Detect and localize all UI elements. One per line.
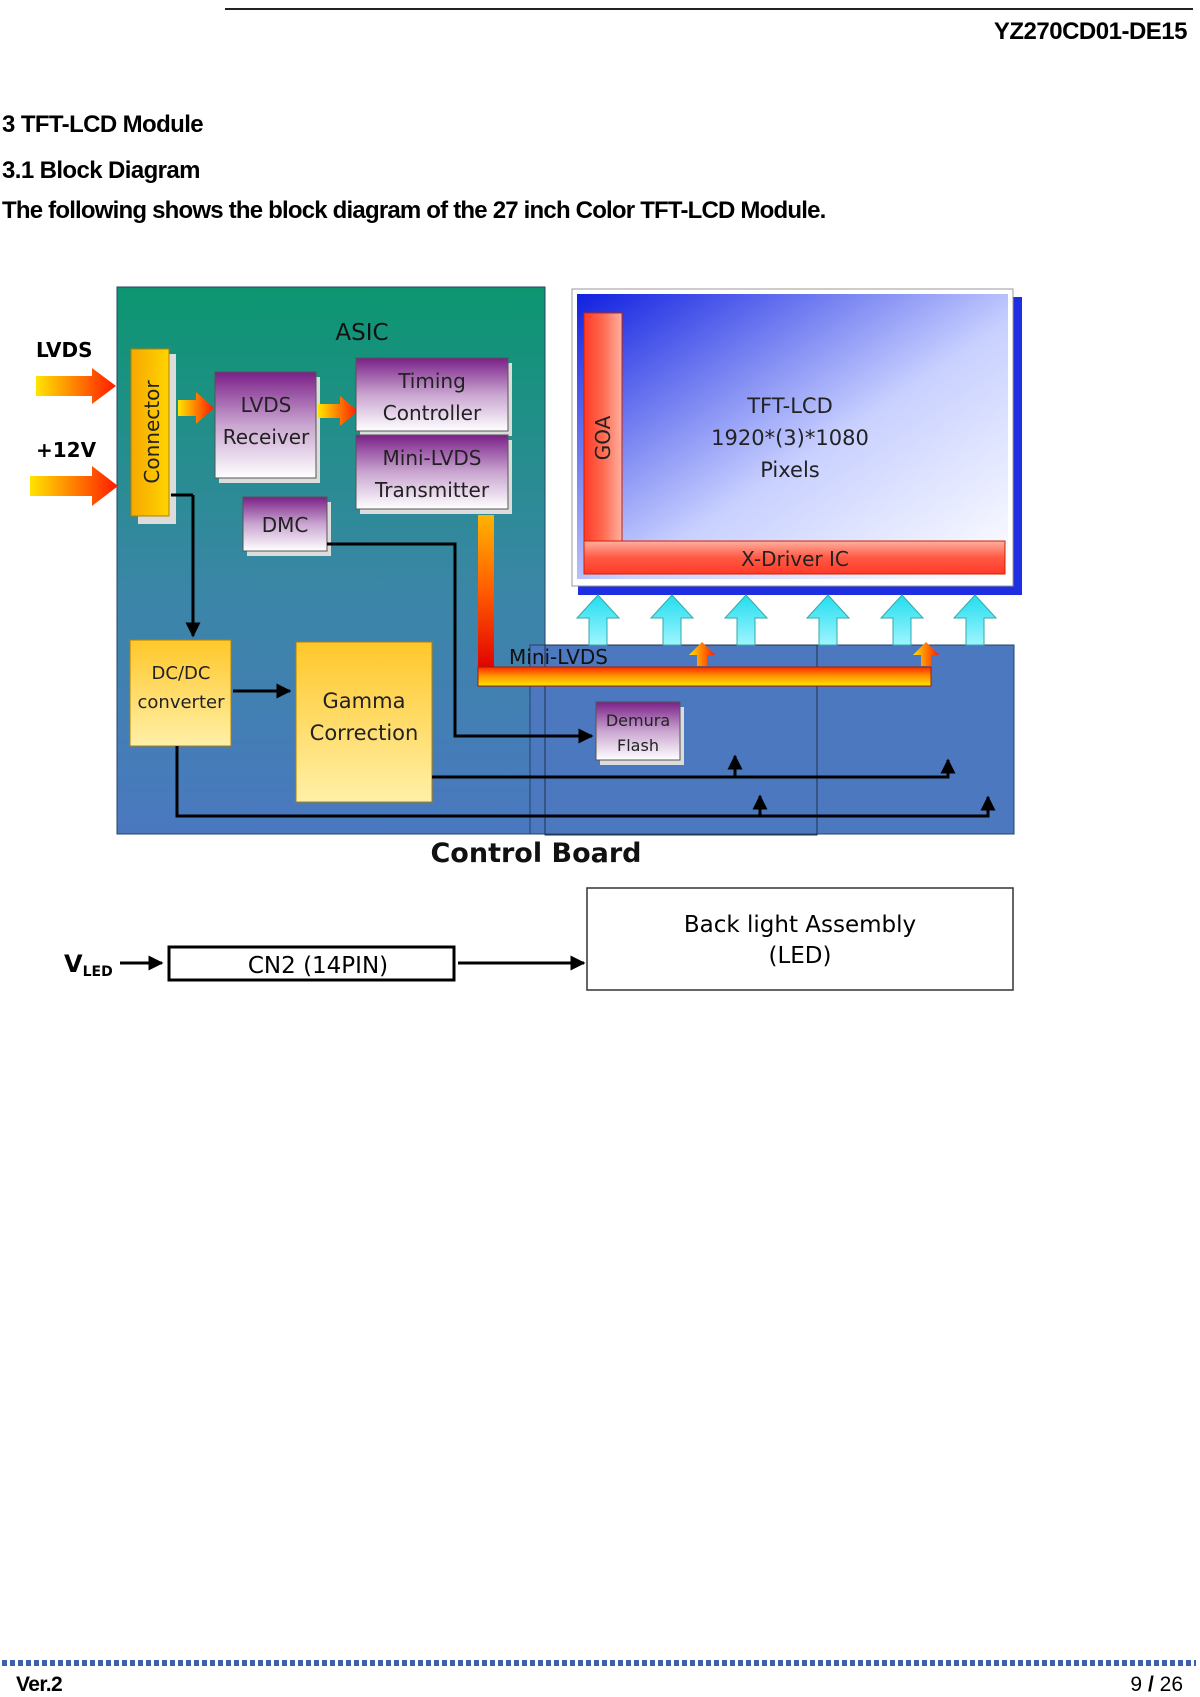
- v12-input-label: +12V: [36, 438, 97, 462]
- dmc-label: DMC: [262, 513, 309, 537]
- dcdc-line2: converter: [138, 692, 226, 713]
- mini-lvds-horizontal-bus: [477, 666, 932, 687]
- total-pages: 26: [1159, 1673, 1183, 1696]
- vled-label: VLED: [64, 950, 113, 980]
- header-rule: [225, 8, 1193, 10]
- goa-label: GOA: [591, 415, 615, 460]
- x-driver-bar: [583, 540, 1006, 575]
- dmc-block: [242, 496, 328, 552]
- dcdc-line1: DC/DC: [152, 663, 211, 684]
- bus-up-arrow-right: [913, 642, 939, 666]
- intro-text: The following shows the block diagram of…: [2, 197, 826, 224]
- asic-label: ASIC: [335, 320, 388, 346]
- panel-link-arrow: [575, 594, 621, 646]
- demura-line1: Demura: [606, 711, 670, 730]
- panel-link-arrow: [805, 594, 851, 646]
- connector-to-receiver-arrow: [178, 392, 214, 424]
- panel-display-area: [577, 294, 1008, 579]
- lvds-input-label: LVDS: [36, 338, 92, 362]
- v12-input-arrow: [30, 466, 118, 506]
- lvds-receiver-line1: LVDS: [241, 393, 292, 417]
- block-diagram: ASIC LVDS +12V Connector LVDS Receiver T…: [30, 286, 1022, 991]
- timing-controller-block: [355, 357, 509, 432]
- mini-lvds-vertical-bus: [478, 515, 494, 670]
- transmitter-line2: Transmitter: [374, 478, 490, 502]
- backlight-block: [586, 887, 1014, 991]
- gamma-line2: Correction: [310, 721, 419, 745]
- panel-resolution: 1920*(3)*1080: [711, 426, 869, 450]
- lvds-input-arrow: [36, 368, 116, 404]
- mini-lvds-bus-label: Mini-LVDS: [509, 645, 608, 669]
- gamma-to-source-arrow-right: [432, 758, 956, 779]
- cn2-block: [167, 945, 456, 982]
- gamma-line1: Gamma: [323, 689, 406, 713]
- cn2-label: CN2 (14PIN): [248, 953, 388, 979]
- bus-up-arrow-left: [689, 642, 715, 666]
- goa-bar: [583, 312, 623, 564]
- dmc-to-demura-arrow: [327, 542, 594, 744]
- current-page: 9: [1130, 1673, 1143, 1696]
- panel-link-arrow: [952, 594, 998, 646]
- demura-line2: Flash: [617, 736, 659, 755]
- document-id: YZ270CD01-DE15: [993, 18, 1188, 45]
- connector-block: [130, 348, 170, 517]
- receiver-to-timing-arrow: [318, 396, 358, 426]
- panel-pixels-unit: Pixels: [760, 458, 820, 482]
- control-board-label: Control Board: [430, 838, 641, 869]
- section-title: 3 TFT-LCD Module: [2, 111, 204, 138]
- lvds-receiver-line2: Receiver: [223, 425, 310, 449]
- panel-link-arrow: [723, 594, 769, 646]
- lvds-receiver-block: [214, 371, 317, 479]
- panel-link-arrow: [649, 594, 695, 646]
- subsection-title: 3.1 Block Diagram: [2, 157, 200, 184]
- transmitter-block: [355, 434, 509, 510]
- timing-controller-line2: Controller: [383, 401, 482, 425]
- panel-title: TFT-LCD: [746, 394, 833, 418]
- footer-version: Ver.2: [16, 1673, 63, 1696]
- connector-label: Connector: [140, 380, 164, 484]
- x-driver-label: X-Driver IC: [741, 547, 849, 571]
- footer-dotted-rule: [2, 1660, 1196, 1666]
- footer-page-number: 9 / 26: [1130, 1673, 1183, 1696]
- panel-link-arrow: [879, 594, 925, 646]
- gamma-block: [295, 641, 433, 803]
- cyan-arrow-group: [575, 594, 998, 646]
- dcdc-block: [129, 639, 232, 747]
- timing-controller-line1: Timing: [397, 369, 466, 393]
- dcdc-to-source-arrow-right: [175, 746, 996, 818]
- backlight-line1: Back light Assembly: [684, 912, 916, 938]
- backlight-line2: (LED): [768, 943, 831, 969]
- transmitter-line1: Mini-LVDS: [383, 446, 482, 470]
- demura-block: [595, 701, 681, 761]
